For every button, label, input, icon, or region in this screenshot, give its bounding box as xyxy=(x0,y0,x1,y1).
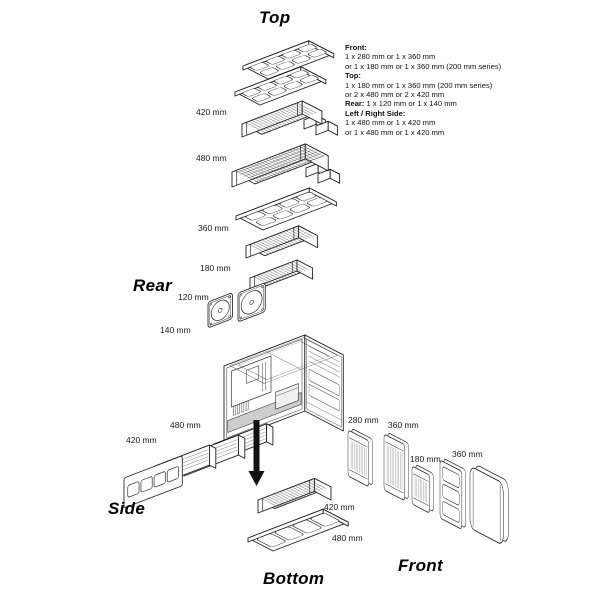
label-top: Top xyxy=(259,8,291,27)
spec-rear-line1: 1 x 120 mm or 1 x 140 mm xyxy=(366,99,457,109)
label-front: Front xyxy=(398,556,443,575)
radiator-480-top xyxy=(231,143,329,188)
chassis xyxy=(223,334,344,443)
down-arrow xyxy=(248,420,265,486)
spec-top-line2: or 2 x 480 mm or 2 x 420 mm xyxy=(345,90,445,100)
dim-front-360a: 360 mm xyxy=(388,420,419,430)
radiator-360-front xyxy=(383,433,409,501)
radiator-180-top xyxy=(249,259,314,290)
label-rear: Rear xyxy=(133,276,173,295)
spec-front-line2: or 1 x 180 mm or 1 x 360 mm (200 mm seri… xyxy=(345,61,502,71)
spec-side-line2: or 1 x 480 mm or 1 x 420 mm xyxy=(345,127,445,137)
dim-top-480: 480 mm xyxy=(196,153,227,163)
radiator-180-front xyxy=(411,465,434,513)
dim-bottom-420: 420 mm xyxy=(324,502,355,512)
spec-side-heading: Left / Right Side: xyxy=(345,108,406,118)
fitting-block-4 xyxy=(317,168,341,184)
top-fan-bracket-1 xyxy=(242,40,335,80)
dim-front-360b: 360 mm xyxy=(452,449,483,459)
radiator-spec-text: Front: 1 x 280 mm or 1 x 360 mm or 1 x 1… xyxy=(345,43,540,137)
top-fan-bracket-3 xyxy=(235,187,337,231)
rear-fan-120 xyxy=(207,293,233,328)
dim-side-480: 480 mm xyxy=(170,420,201,430)
side-fan-bracket xyxy=(123,455,183,508)
dim-rear-140: 140 mm xyxy=(160,325,191,335)
label-bottom: Bottom xyxy=(263,569,325,588)
front-panel xyxy=(469,465,509,544)
spec-front-heading: Front: xyxy=(345,43,367,52)
bottom-fan-bracket xyxy=(247,508,349,552)
label-side: Side xyxy=(108,499,146,518)
front-fan-bracket-360 xyxy=(439,459,466,529)
radiator-280-front xyxy=(347,429,373,487)
radiator-420-bottom xyxy=(257,477,332,514)
radiator-420-top xyxy=(241,100,323,138)
dim-bottom-480: 480 mm xyxy=(332,533,363,543)
radiator-360-top xyxy=(245,225,318,259)
spec-front-line1: 1 x 280 mm or 1 x 360 mm xyxy=(345,52,436,62)
spec-side-line1: 1 x 480 mm or 1 x 420 mm xyxy=(345,118,436,128)
dim-rear-120: 120 mm xyxy=(178,292,209,302)
dim-front-180: 180 mm xyxy=(410,454,441,464)
dim-top-420: 420 mm xyxy=(196,107,227,117)
dim-top-180: 180 mm xyxy=(200,263,231,273)
dim-front-280: 280 mm xyxy=(348,415,379,425)
top-fan-bracket-2 xyxy=(234,66,327,106)
spec-top-heading: Top: xyxy=(345,71,361,81)
fitting-block-2 xyxy=(315,120,339,136)
dim-top-360: 360 mm xyxy=(198,223,229,233)
rear-fan-140 xyxy=(237,282,266,322)
spec-top-line1: 1 x 180 mm or 1 x 360 mm (200 mm series) xyxy=(345,80,493,90)
spec-rear-heading: Rear: xyxy=(345,99,365,109)
dim-side-420: 420 mm xyxy=(126,435,157,445)
